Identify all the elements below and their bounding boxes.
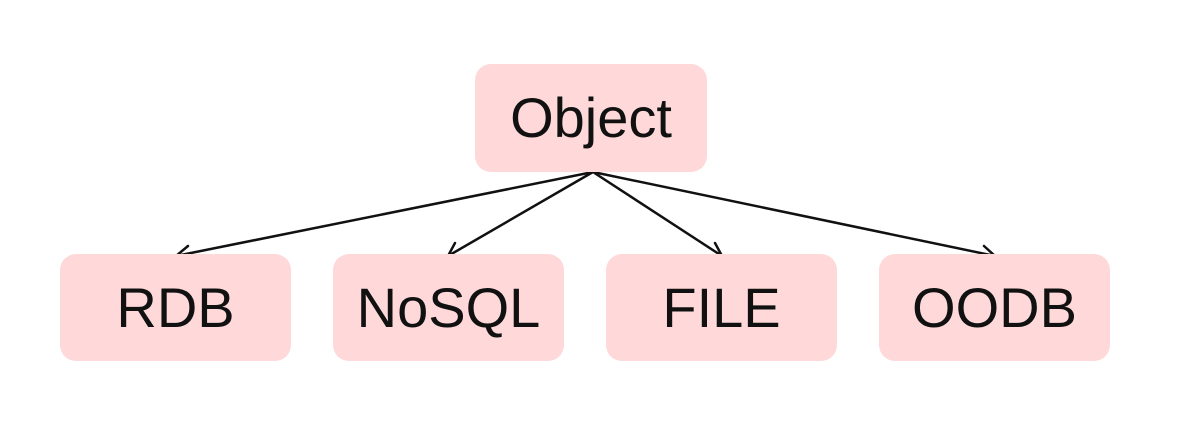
node-oodb: OODB: [879, 254, 1110, 361]
edge-object-oodb: [592, 170, 997, 263]
node-file-label: FILE: [662, 275, 781, 339]
node-rdb-label: RDB: [116, 275, 235, 339]
node-object-label: Object: [510, 86, 672, 149]
node-oodb-label: OODB: [912, 275, 1077, 339]
node-nosql-label: NoSQL: [356, 275, 541, 339]
node-rdb: RDB: [60, 254, 291, 361]
edge-object-file: [592, 170, 724, 258]
node-file: FILE: [606, 254, 837, 361]
edge-object-rdb: [174, 170, 594, 263]
node-object: Object: [475, 64, 707, 172]
edge-object-nosql: [446, 170, 594, 258]
node-nosql: NoSQL: [333, 254, 564, 361]
